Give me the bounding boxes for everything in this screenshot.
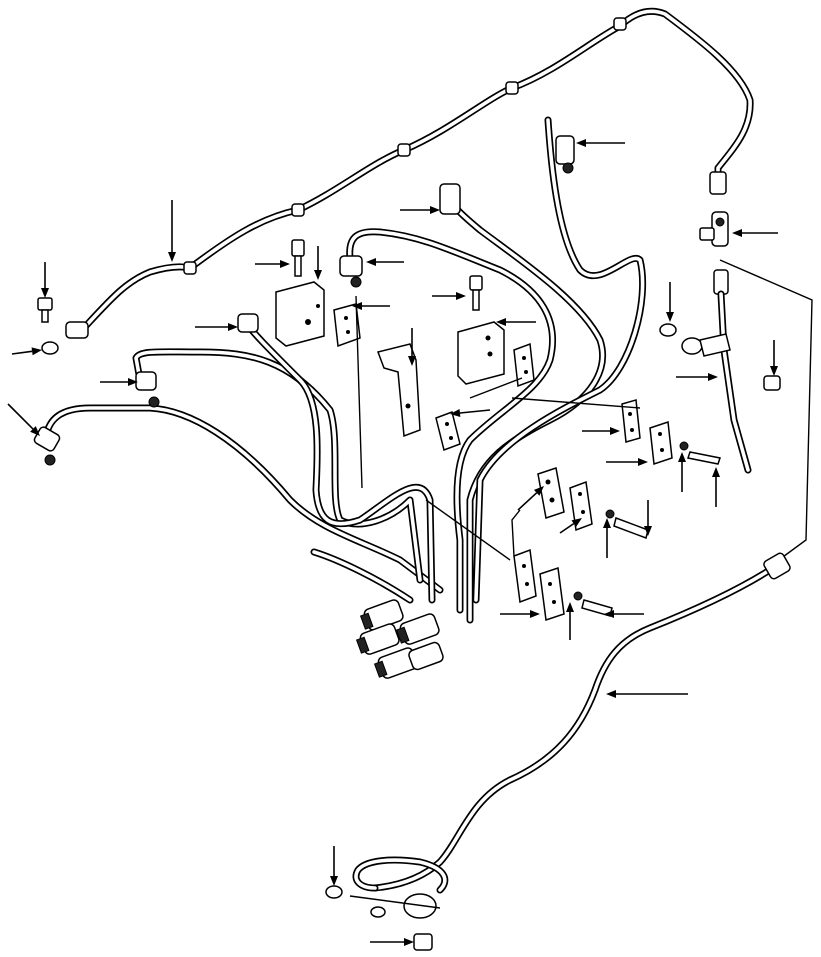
delivery-valve-4-tip: [373, 660, 388, 678]
bottom-washer-2: [370, 906, 386, 918]
callout-arrow-washer-d: [603, 518, 611, 558]
callout-arrow-washer-c: [678, 452, 686, 492]
callout-arrow-leak-off-pipe: [606, 690, 688, 698]
callout-arrow-clamp-d: [606, 458, 648, 466]
overflow-joint-3: [397, 143, 411, 157]
callout-arrow-clamp-f: [559, 518, 582, 534]
callout-arrow-bolt-c: [712, 467, 720, 507]
overflow-joint-2: [291, 203, 305, 217]
washer-c: [679, 441, 689, 451]
washer-left: [41, 341, 59, 355]
pipe-nut-left: [135, 371, 157, 391]
callout-arrow-clamp-c: [582, 427, 620, 435]
bracket-a: [275, 281, 325, 347]
tee-nut: [715, 217, 725, 227]
bolt-left-shank: [41, 309, 49, 323]
callout-arrow-pipe-end-upper: [195, 323, 238, 331]
callout-arrow-bracket-a: [314, 246, 322, 280]
bottom-banjo-bolt: [413, 933, 433, 951]
callout-arrow-pipe-end-b: [400, 206, 440, 214]
callout-arrow-bolt-e: [604, 610, 644, 618]
washer-e: [573, 591, 583, 601]
bracket-b: [457, 321, 505, 385]
callout-arrow-gasket-right: [676, 373, 718, 381]
banjo-ring-right: [681, 337, 703, 355]
leak-off-nut-right: [763, 552, 791, 580]
callout-arrow-washer-left: [11, 347, 42, 356]
callout-arrow-nozzle-nut-a: [366, 258, 404, 266]
vertical-pipe-nut: [713, 269, 729, 295]
tee-fitting-assembly: [659, 211, 781, 474]
pipe-nut-upper-left: [237, 313, 259, 333]
callout-arrow-washer-right: [666, 282, 674, 322]
bolt-left-head: [37, 297, 53, 311]
callout-arrow-nut-left-lower: [7, 403, 40, 436]
callout-arrow-bolt-bracket-a: [255, 260, 290, 268]
brackets: [275, 239, 721, 621]
overflow-joint-5: [613, 17, 627, 31]
clamp-b: [435, 411, 461, 451]
clamp-g: [539, 567, 565, 621]
bracket-a-bolt-head: [291, 239, 305, 257]
callout-arrow-bolt-bracket-b: [432, 292, 466, 300]
washer-right: [659, 323, 677, 337]
clamp-c: [621, 399, 641, 443]
bracket-a-bolt-shank: [294, 255, 302, 277]
bottom-washer: [325, 885, 343, 899]
bolt-c: [687, 451, 721, 465]
bracket-b-bolt-head: [469, 275, 483, 291]
callout-arrow-bolt-d: [644, 500, 652, 536]
overflow-banjo-left: [65, 321, 89, 339]
clamp-g-upper: [513, 548, 537, 604]
tee-side-port: [699, 227, 715, 241]
pipe-nut-left-cap: [148, 396, 160, 408]
callout-arrow-washer-e: [566, 602, 574, 640]
washer-d: [605, 509, 615, 519]
callout-arrow-stay: [408, 328, 416, 366]
pipe-nut-upper-center: [439, 183, 461, 215]
callout-arrow-tee-fitting: [732, 229, 778, 237]
overflow-nut-top: [709, 171, 727, 195]
clamp-e: [537, 467, 565, 519]
callout-arrow-overflow-line: [168, 200, 176, 262]
delivery-valve-2-tip: [355, 636, 370, 654]
pipe-nut-right: [555, 135, 575, 165]
callout-arrow-clamp-e: [517, 486, 544, 511]
delivery-valve-5: [408, 641, 444, 671]
delivery-valve-1-tip: [359, 612, 374, 630]
pipe-nut-center: [339, 255, 363, 277]
bolt-d: [613, 517, 649, 539]
clamp-b-upper: [513, 342, 535, 388]
pipe-nut-far-left-cap: [44, 454, 56, 466]
callout-arrow-clamp-g: [500, 610, 540, 618]
callout-arrow-banjo-bolt-right: [770, 340, 778, 376]
pipe-nut-right-cap: [562, 162, 574, 174]
clamp-d: [649, 420, 673, 466]
long-leak-off-pipe: [325, 259, 813, 951]
pipe-nut-center-cap: [350, 276, 362, 288]
injection-pipe-bundle: [42, 116, 647, 624]
bracket-b-bolt-shank: [472, 289, 480, 311]
stay: [377, 343, 421, 438]
callout-arrow-pipe-nut-left: [100, 378, 138, 386]
callout-arrow-washer-bottom: [330, 846, 338, 886]
clamp-f: [569, 480, 593, 532]
banjo-bolt-right: [763, 375, 781, 391]
callout-arrow-bolt-left-upper: [41, 262, 49, 298]
banjo-body-right: [699, 333, 731, 357]
callout-arrow-clamp-a: [352, 302, 390, 310]
overflow-pipe-top: [65, 7, 754, 339]
callout-arrows: [7, 139, 778, 946]
overflow-joint-1: [183, 261, 197, 275]
clamp-a: [333, 303, 361, 348]
pipe-end-nuts: [33, 135, 575, 466]
overflow-joint-4: [505, 81, 519, 95]
callout-arrow-banjo-bolt-bottom: [370, 938, 414, 946]
delivery-valve-3-tip: [395, 626, 410, 644]
callout-arrow-pipe-end-c: [576, 139, 625, 147]
callout-arrow-clamp-b: [450, 409, 491, 417]
callout-arrow-bracket-b: [496, 318, 536, 326]
pump-delivery-valves: [355, 599, 444, 679]
